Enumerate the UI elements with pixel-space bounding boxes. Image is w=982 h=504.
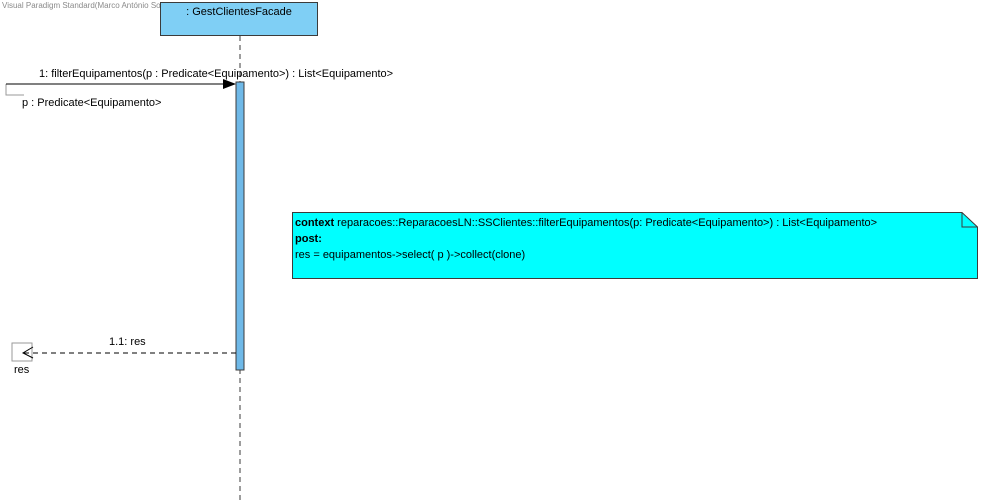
- lifeline-name: : GestClientesFacade: [186, 6, 292, 18]
- note-context-keyword: context: [295, 217, 335, 229]
- call-message-label: 1: filterEquipamentos(p : Predicate<Equi…: [39, 68, 394, 80]
- return-gate-box: [11, 342, 33, 362]
- call-arrowhead-icon: [223, 79, 236, 89]
- note-post-keyword: post:: [295, 231, 877, 247]
- call-gate-box: [5, 84, 24, 96]
- activation-bar[interactable]: [235, 81, 245, 371]
- note-context-line: context reparacoes::ReparacoesLN::SSClie…: [295, 215, 877, 231]
- note-post-label: post:: [295, 233, 322, 245]
- return-arrowhead-icon: [21, 346, 34, 359]
- ocl-note[interactable]: context reparacoes::ReparacoesLN::SSClie…: [292, 212, 978, 279]
- return-gate-label: res: [14, 364, 30, 376]
- lifeline-gestclientesfacade[interactable]: : GestClientesFacade: [160, 2, 318, 36]
- watermark-text: Visual Paradigm Standard(Marco António S…: [2, 1, 264, 10]
- note-body-text: res = equipamentos->select( p )->collect…: [295, 249, 526, 261]
- return-message-label: 1.1: res: [109, 336, 146, 348]
- note-context-text: reparacoes::ReparacoesLN::SSClientes::fi…: [334, 217, 878, 229]
- parameter-label: p : Predicate<Equipamento>: [22, 97, 162, 109]
- note-shape: [292, 212, 978, 279]
